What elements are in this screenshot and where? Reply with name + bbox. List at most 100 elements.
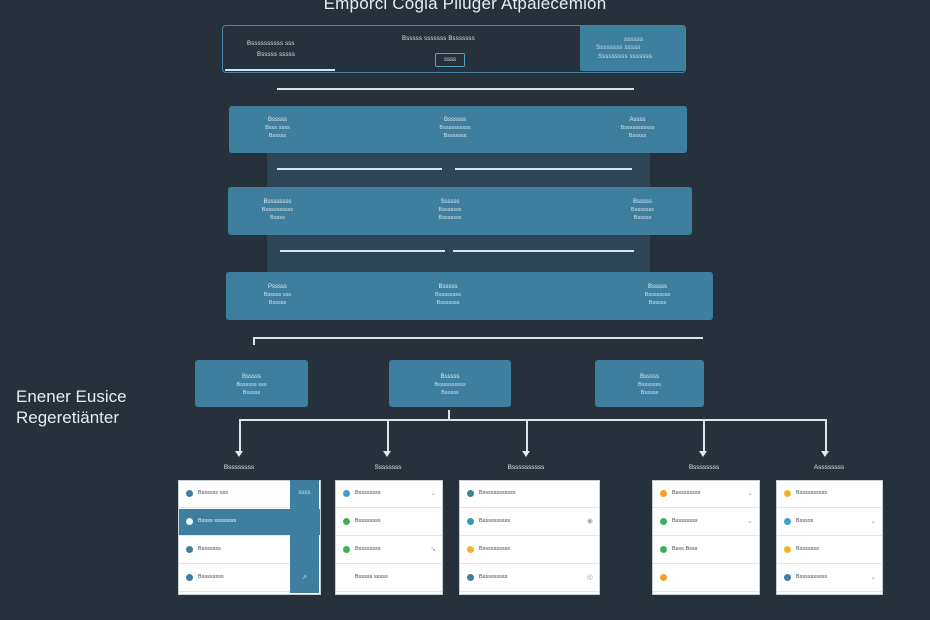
row-action-icon[interactable]: ⌄ <box>747 518 753 525</box>
band-1-separator-left <box>277 168 442 170</box>
list-item[interactable]: Bssssssss⌄ <box>336 481 442 508</box>
row-action-icon[interactable]: ⌄ <box>870 574 876 581</box>
cell-title: Bssssss <box>443 117 466 123</box>
cell-line: Bsssssss <box>438 215 462 221</box>
column-label-1: Bssssssss <box>223 464 255 471</box>
row-action-icon[interactable]: ◎ <box>586 574 593 581</box>
list-item[interactable]: Bsssss sssss <box>336 565 442 592</box>
node-2[interactable]: Bsssss Bssssssssss Bsssss <box>389 360 511 407</box>
header-accent-line-1: ssssss <box>624 37 644 43</box>
cell-line: Bsssss <box>628 133 647 139</box>
status-dot-icon <box>343 490 350 497</box>
cell-line: Bsssssssssss <box>620 125 655 131</box>
band-1-cell-1: Bsssss Bsss ssss Bsssss <box>240 117 315 139</box>
list-item[interactable]: Bsssssss <box>179 537 320 564</box>
list-item-label: Bssssssssss <box>796 490 828 496</box>
status-dot-icon <box>660 574 667 581</box>
status-dot-icon <box>467 546 474 553</box>
node-3[interactable]: Bsssss Bsssssss Bsssss <box>595 360 704 407</box>
list-item-label: Bsss Bsss <box>672 546 698 552</box>
panel-1-sidebar: ssss ↗ <box>290 480 319 593</box>
panel-4: Bsssssssss⌄Bssssssss⌄Bsss Bsss <box>652 480 760 595</box>
list-item[interactable]: Bssssssss <box>179 565 320 592</box>
list-item[interactable]: Bsssssssss ⌄ <box>653 481 759 508</box>
node-1[interactable]: Bsssss Bssssss sss Bsssss <box>195 360 308 407</box>
node-line: Bssssssssss <box>434 382 466 388</box>
list-item[interactable]: Bssssss sss <box>179 481 320 508</box>
row-action-icon[interactable]: ⌄ <box>430 490 436 497</box>
cell-line: Bssssssss <box>435 292 461 298</box>
side-label-line-1: Enener Eusice <box>16 387 127 406</box>
list-item[interactable]: Bssssssssss <box>777 481 882 508</box>
list-item[interactable]: Bssssssssss◉ <box>460 509 599 536</box>
drop-line-1 <box>239 419 241 452</box>
cell-line: Bsss ssss <box>265 125 290 131</box>
status-dot-icon <box>343 546 350 553</box>
column-label-4: Bssssssss <box>688 464 720 471</box>
row-action-icon[interactable]: ⌄ <box>747 490 753 497</box>
bus-feed <box>448 410 450 419</box>
list-item[interactable]: Bssssssssss <box>460 537 599 564</box>
row-action-icon[interactable]: ↘ <box>430 546 436 553</box>
cell-title: Bssssssss <box>263 199 292 205</box>
arrow-down-icon <box>699 451 707 457</box>
connector-line-h <box>277 88 634 90</box>
status-dot-icon <box>660 490 667 497</box>
arrow-down-icon <box>821 451 829 457</box>
cell-title: Bsssss <box>632 199 652 205</box>
list-item[interactable]: Bssssssss↘ <box>336 537 442 564</box>
list-item[interactable]: Bsssssssss ◎ <box>460 565 599 592</box>
status-dot-icon <box>467 490 474 497</box>
list-item[interactable]: Bssssssssssss <box>460 481 599 508</box>
arrow-down-icon <box>383 451 391 457</box>
list-item[interactable]: Bsssssss <box>777 537 882 564</box>
header-accent-line-2: Ssssssss sssss <box>596 45 641 51</box>
header-center-line: Bsssss sssssss Bsssssss <box>402 36 475 42</box>
list-item[interactable]: Bssssssssss ⌄ <box>777 565 882 592</box>
sidebar-icon[interactable]: ssss <box>298 490 311 496</box>
cell-line: Bssss <box>270 215 285 221</box>
drop-line-4 <box>703 419 705 452</box>
list-item-label: Bssssssss <box>198 574 224 580</box>
column-label-5: Assssssss <box>813 464 845 471</box>
header-accent-line-3: Sssssssss sssssss <box>598 54 653 60</box>
band-3-cell-3: Bsssss Bssssssss Bsssss <box>620 284 695 306</box>
cell-line: Bsssssss <box>436 300 460 306</box>
diagram-title: Emporci Cogla Pliuger Atpalecemion <box>323 0 607 13</box>
row-action-icon[interactable]: ◉ <box>586 518 593 525</box>
list-item-label: Bssssssssssss <box>479 490 516 496</box>
cell-line: Bssssssssss <box>439 125 471 131</box>
list-item[interactable]: Bsss Bsss <box>653 537 759 564</box>
cell-title: Bsssss <box>267 117 287 123</box>
arrow-down-icon <box>235 451 243 457</box>
list-item[interactable]: Bssssssss <box>336 509 442 536</box>
list-item-label: Bssss ssssssss <box>198 518 237 524</box>
list-item-label: Bssssssssss <box>479 546 511 552</box>
status-dot-icon <box>784 490 791 497</box>
list-item[interactable]: Bssssssss⌄ <box>653 509 759 536</box>
list-item-label: Bsssssss <box>198 546 221 552</box>
list-item-label: Bsssssssss <box>479 574 508 580</box>
band-2-cell-2: Ssssss Bsssssss Bsssssss <box>410 199 490 221</box>
cell-title: Psssss <box>267 284 287 290</box>
band-3-cell-1: Psssss Bsssss sss Bsssss <box>240 284 315 306</box>
node-line: Bsssss <box>640 390 659 396</box>
list-item[interactable]: Bsssss⌄ <box>777 509 882 536</box>
status-dot-icon <box>784 518 791 525</box>
distribution-bus <box>240 419 827 421</box>
list-item[interactable] <box>653 565 759 592</box>
list-item-label: Bssssssss <box>355 518 381 524</box>
cell-line: Bsssss sss <box>263 292 292 298</box>
sidebar-icon[interactable]: ↗ <box>301 575 308 581</box>
status-dot-icon <box>660 518 667 525</box>
status-dot-icon <box>467 574 474 581</box>
list-item-label: Bsssssssss <box>672 490 701 496</box>
list-item-label: Bssssssssss <box>796 574 828 580</box>
cell-title: Bsssss <box>438 284 458 290</box>
row-action-icon[interactable]: ⌄ <box>870 518 876 525</box>
band-3-separator-tick <box>253 337 255 345</box>
header-button[interactable]: ssss <box>435 53 465 67</box>
